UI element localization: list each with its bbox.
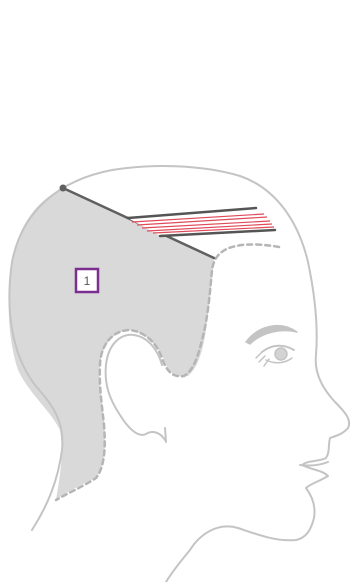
section-badge: 1 — [76, 269, 98, 292]
parting-start-dot — [60, 185, 67, 192]
ear-lobe-line — [165, 428, 166, 442]
section-badge-label: 1 — [84, 274, 91, 288]
ear-outline — [106, 335, 165, 440]
eyebrow — [246, 326, 297, 344]
eyelashes — [256, 352, 269, 366]
eye-iris — [275, 348, 287, 360]
eye — [256, 346, 294, 366]
